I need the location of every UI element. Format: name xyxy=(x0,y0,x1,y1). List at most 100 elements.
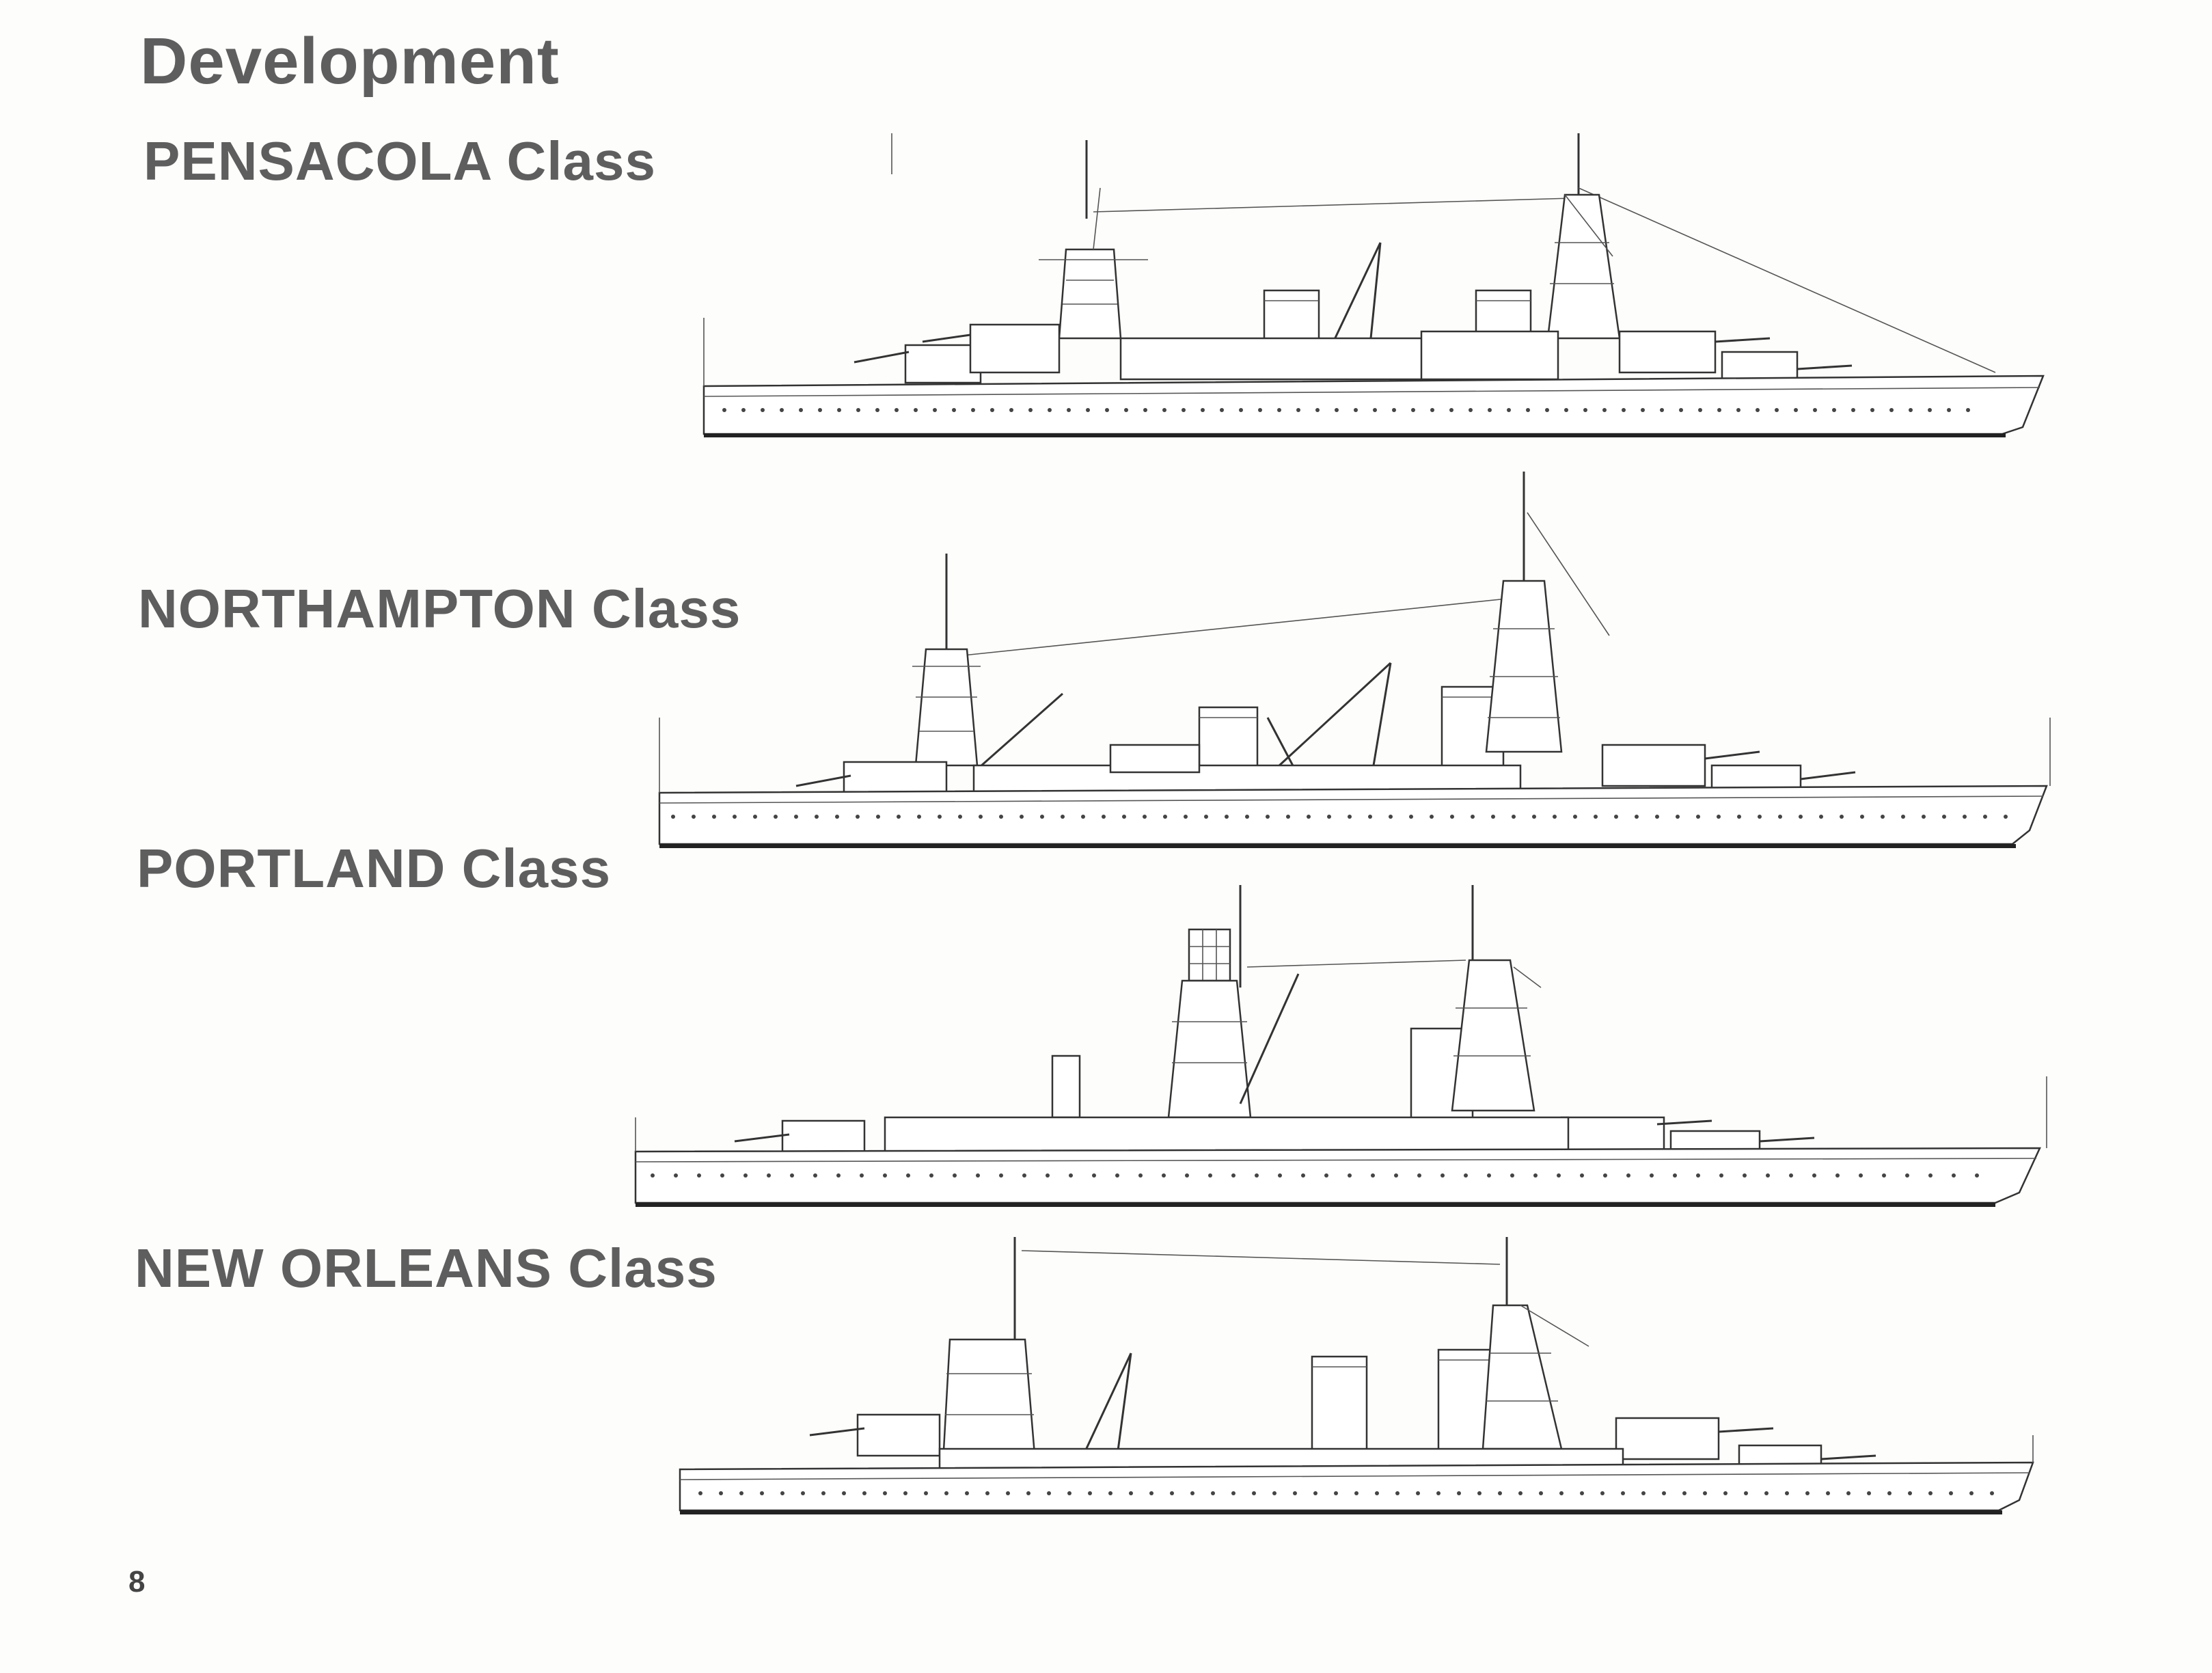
porthole xyxy=(1626,1173,1630,1178)
porthole xyxy=(1594,815,1598,819)
porthole xyxy=(1778,815,1782,819)
porthole xyxy=(1371,1173,1375,1178)
porthole xyxy=(1905,1173,1909,1178)
porthole xyxy=(1225,815,1229,819)
porthole xyxy=(1469,408,1473,412)
porthole xyxy=(1477,1491,1482,1495)
porthole xyxy=(952,408,956,412)
porthole xyxy=(1867,1491,1871,1495)
porthole xyxy=(1327,815,1331,819)
porthole xyxy=(1990,1491,1994,1495)
porthole xyxy=(1395,1491,1399,1495)
porthole xyxy=(835,815,839,819)
porthole xyxy=(979,815,983,819)
porthole xyxy=(1108,1491,1112,1495)
porthole xyxy=(1392,408,1396,412)
porthole xyxy=(1835,1173,1840,1178)
porthole xyxy=(1840,815,1844,819)
porthole xyxy=(1105,408,1109,412)
porthole xyxy=(818,408,822,412)
porthole xyxy=(1272,1491,1276,1495)
portland-class-title: PORTLAND Class xyxy=(137,838,612,899)
porthole xyxy=(1149,1491,1153,1495)
porthole xyxy=(692,815,696,819)
porthole xyxy=(1928,1491,1933,1495)
porthole xyxy=(1553,815,1557,819)
porthole xyxy=(1744,1491,1748,1495)
porthole xyxy=(1805,1491,1810,1495)
porthole xyxy=(914,408,918,412)
porthole xyxy=(1851,408,1855,412)
porthole xyxy=(1602,408,1607,412)
porthole xyxy=(1258,408,1262,412)
porthole xyxy=(1143,815,1147,819)
porthole xyxy=(1231,1491,1235,1495)
porthole xyxy=(990,408,994,412)
porthole xyxy=(1794,408,1798,412)
porthole xyxy=(1464,1173,1468,1178)
porthole xyxy=(1737,815,1741,819)
porthole xyxy=(722,408,726,412)
porthole xyxy=(1679,408,1683,412)
porthole xyxy=(1698,408,1702,412)
porthole xyxy=(1719,1173,1723,1178)
porthole xyxy=(1952,1173,1956,1178)
porthole xyxy=(1966,408,1970,412)
porthole xyxy=(1846,1491,1851,1495)
porthole xyxy=(1819,815,1823,819)
porthole xyxy=(1162,1173,1166,1178)
porthole xyxy=(1826,1491,1830,1495)
porthole xyxy=(1635,815,1639,819)
porthole xyxy=(1676,815,1680,819)
porthole xyxy=(1129,1491,1133,1495)
pensacola-class-title: PENSACOLA Class xyxy=(144,131,656,191)
porthole xyxy=(1417,1173,1421,1178)
porthole xyxy=(1564,408,1568,412)
porthole xyxy=(917,815,921,819)
porthole xyxy=(1622,408,1626,412)
porthole xyxy=(1696,1173,1700,1178)
porthole xyxy=(1580,1173,1584,1178)
porthole xyxy=(906,1173,910,1178)
porthole xyxy=(1512,815,1516,819)
porthole xyxy=(1163,815,1167,819)
porthole xyxy=(1170,1491,1174,1495)
porthole xyxy=(799,408,803,412)
porthole xyxy=(733,815,737,819)
porthole xyxy=(1081,815,1085,819)
porthole xyxy=(780,1491,784,1495)
porthole xyxy=(1252,1491,1256,1495)
porthole xyxy=(697,1173,701,1178)
porthole xyxy=(1621,1491,1625,1495)
porthole xyxy=(1533,1173,1538,1178)
porthole xyxy=(1922,815,1926,819)
porthole xyxy=(938,815,942,819)
porthole xyxy=(1518,1491,1523,1495)
porthole xyxy=(1491,815,1495,819)
page-number: 8 xyxy=(128,1565,146,1599)
porthole xyxy=(1723,1491,1728,1495)
porthole xyxy=(1789,1173,1793,1178)
porthole xyxy=(883,1173,887,1178)
porthole xyxy=(1231,1173,1235,1178)
porthole xyxy=(1947,408,1951,412)
porthole xyxy=(774,815,778,819)
porthole xyxy=(958,815,962,819)
porthole xyxy=(856,408,860,412)
page-title: Development xyxy=(140,25,560,98)
porthole xyxy=(1949,1491,1953,1495)
porthole xyxy=(1061,815,1065,819)
porthole xyxy=(842,1491,846,1495)
porthole xyxy=(1067,408,1071,412)
porthole xyxy=(1307,815,1311,819)
porthole xyxy=(1009,408,1013,412)
porthole xyxy=(1208,1173,1212,1178)
porthole xyxy=(1717,815,1721,819)
porthole xyxy=(794,815,798,819)
porthole xyxy=(1092,1173,1096,1178)
porthole xyxy=(1313,1491,1317,1495)
porthole xyxy=(1335,408,1339,412)
porthole xyxy=(1201,408,1205,412)
porthole xyxy=(1889,408,1894,412)
porthole xyxy=(1354,408,1358,412)
